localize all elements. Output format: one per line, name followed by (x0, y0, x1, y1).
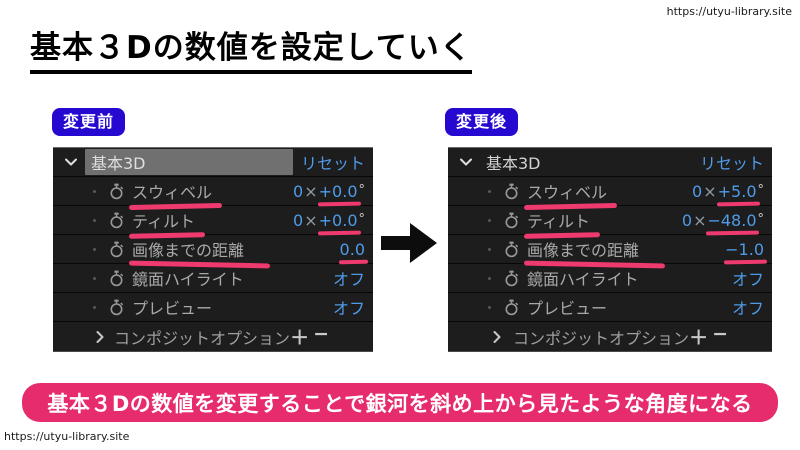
chevron-down-icon[interactable] (458, 158, 474, 166)
effect-header-row[interactable]: 基本3D リセット (448, 148, 772, 177)
param-row-distance: 画像までの距離 0.0 (53, 235, 373, 264)
param-row-tilt: ティルト 0×+0.0° (53, 206, 373, 235)
transition-arrow-icon (381, 223, 439, 263)
value-toggle[interactable]: オフ (731, 270, 764, 289)
keyframe-dot-icon (93, 247, 96, 251)
value-toggle[interactable]: オフ (731, 299, 764, 318)
site-url-top: https://utyu-library.site (666, 5, 792, 18)
keyframe-dot-icon (93, 305, 96, 309)
composite-options-label: コンポジットオプション (513, 328, 690, 348)
chevron-down-icon[interactable] (63, 158, 79, 166)
param-row-distance: 画像までの距離 −1.0 (448, 235, 772, 264)
param-label: プレビュー (527, 299, 608, 318)
stopwatch-icon[interactable] (504, 183, 519, 200)
add-option-button[interactable]: ＋ (689, 327, 713, 349)
param-label: 画像までの距離 (527, 237, 639, 261)
stopwatch-icon[interactable] (109, 299, 124, 316)
effect-panel-after: 基本3D リセット スウィベル 0×+5.0° ティルト 0×−48.0° 画像… (448, 147, 772, 352)
value-degrees[interactable]: +5.0 (717, 181, 757, 201)
keyframe-dot-icon (93, 218, 96, 222)
param-label: ティルト (527, 208, 590, 232)
stopwatch-icon[interactable] (504, 270, 519, 287)
chevron-right-icon[interactable] (95, 330, 104, 343)
param-label: 鏡面ハイライト (132, 270, 244, 289)
param-label: プレビュー (132, 299, 213, 318)
param-value[interactable]: −1.0 (725, 240, 764, 259)
summary-banner: 基本３Dの数値を変更することで銀河を斜め上から見たような角度になる (22, 383, 778, 422)
param-label: 鏡面ハイライト (527, 270, 639, 289)
param-row-swivel: スウィベル 0×+5.0° (448, 177, 772, 206)
param-value[interactable]: オフ (333, 266, 365, 290)
keyframe-dot-icon (488, 218, 491, 222)
value-revolutions[interactable]: 0 (293, 210, 304, 230)
stopwatch-icon[interactable] (109, 212, 124, 229)
keyframe-dot-icon (93, 189, 96, 193)
param-value[interactable]: オフ (732, 266, 764, 290)
param-label: スウィベル (132, 179, 212, 203)
param-row-preview: プレビュー オフ (448, 293, 772, 322)
param-label: ティルト (132, 208, 195, 232)
remove-option-button[interactable]: − (313, 323, 333, 345)
stopwatch-icon[interactable] (109, 241, 124, 258)
reset-button[interactable]: リセット (300, 154, 365, 173)
keyframe-dot-icon (93, 276, 96, 280)
param-value[interactable]: オフ (333, 295, 365, 319)
composite-options-label: コンポジットオプション (114, 328, 291, 348)
param-row-specular: 鏡面ハイライト オフ (53, 264, 373, 293)
value-number[interactable]: 0.0 (339, 239, 365, 259)
param-value[interactable]: 0×−48.0° (682, 211, 764, 230)
degree-symbol: ° (757, 211, 765, 227)
degree-symbol: ° (358, 182, 366, 198)
value-times-sign: × (703, 181, 717, 201)
keyframe-dot-icon (488, 247, 491, 251)
label-before-badge: 変更前 (52, 108, 126, 136)
value-times-sign: × (693, 210, 707, 230)
value-degrees[interactable]: +0.0 (318, 210, 358, 230)
effect-name[interactable]: 基本3D (486, 154, 541, 173)
value-revolutions[interactable]: 0 (692, 181, 703, 201)
composite-options-row: コンポジットオプション ＋− (448, 322, 772, 351)
site-url-bottom: https://utyu-library.site (4, 430, 130, 443)
add-option-button[interactable]: ＋ (290, 327, 314, 349)
degree-symbol: ° (757, 182, 765, 198)
degree-symbol: ° (358, 211, 366, 227)
param-value[interactable]: 0×+5.0° (692, 182, 764, 201)
param-value[interactable]: オフ (732, 295, 764, 319)
stopwatch-icon[interactable] (504, 299, 519, 316)
value-toggle[interactable]: オフ (332, 270, 365, 289)
label-after-badge: 変更後 (445, 108, 519, 136)
chevron-right-icon[interactable] (490, 330, 503, 343)
param-value[interactable]: 0×+0.0° (293, 182, 365, 201)
value-revolutions[interactable]: 0 (293, 181, 304, 201)
keyframe-dot-icon (488, 189, 491, 193)
stopwatch-icon[interactable] (504, 212, 519, 229)
param-value[interactable]: 0×+0.0° (293, 211, 365, 230)
value-toggle[interactable]: オフ (332, 299, 365, 318)
param-label: スウィベル (527, 179, 607, 203)
composite-options-row: コンポジットオプション ＋− (53, 322, 373, 351)
value-degrees[interactable]: +0.0 (318, 181, 358, 201)
value-times-sign: × (304, 181, 318, 201)
stopwatch-icon[interactable] (109, 183, 124, 200)
param-value[interactable]: 0.0 (340, 240, 365, 259)
value-times-sign: × (304, 210, 318, 230)
value-degrees[interactable]: −48.0 (707, 210, 757, 230)
value-number[interactable]: −1.0 (725, 239, 764, 259)
effect-header-row[interactable]: 基本3D リセット (53, 148, 373, 177)
param-row-tilt: ティルト 0×−48.0° (448, 206, 772, 235)
effect-panel-before: 基本3D リセット スウィベル 0×+0.0° ティルト 0×+0.0° 画像ま… (53, 147, 373, 352)
effect-name[interactable]: 基本3D (85, 149, 293, 175)
keyframe-dot-icon (488, 276, 491, 280)
param-row-specular: 鏡面ハイライト オフ (448, 264, 772, 293)
value-revolutions[interactable]: 0 (681, 210, 693, 230)
remove-option-button[interactable]: − (712, 323, 732, 345)
param-label: 画像までの距離 (132, 237, 244, 261)
reset-button[interactable]: リセット (699, 154, 764, 173)
stopwatch-icon[interactable] (109, 270, 124, 287)
param-row-preview: プレビュー オフ (53, 293, 373, 322)
keyframe-dot-icon (488, 305, 491, 309)
param-row-swivel: スウィベル 0×+0.0° (53, 177, 373, 206)
page-title: 基本３Dの数値を設定していく (30, 22, 472, 74)
stopwatch-icon[interactable] (504, 241, 519, 258)
